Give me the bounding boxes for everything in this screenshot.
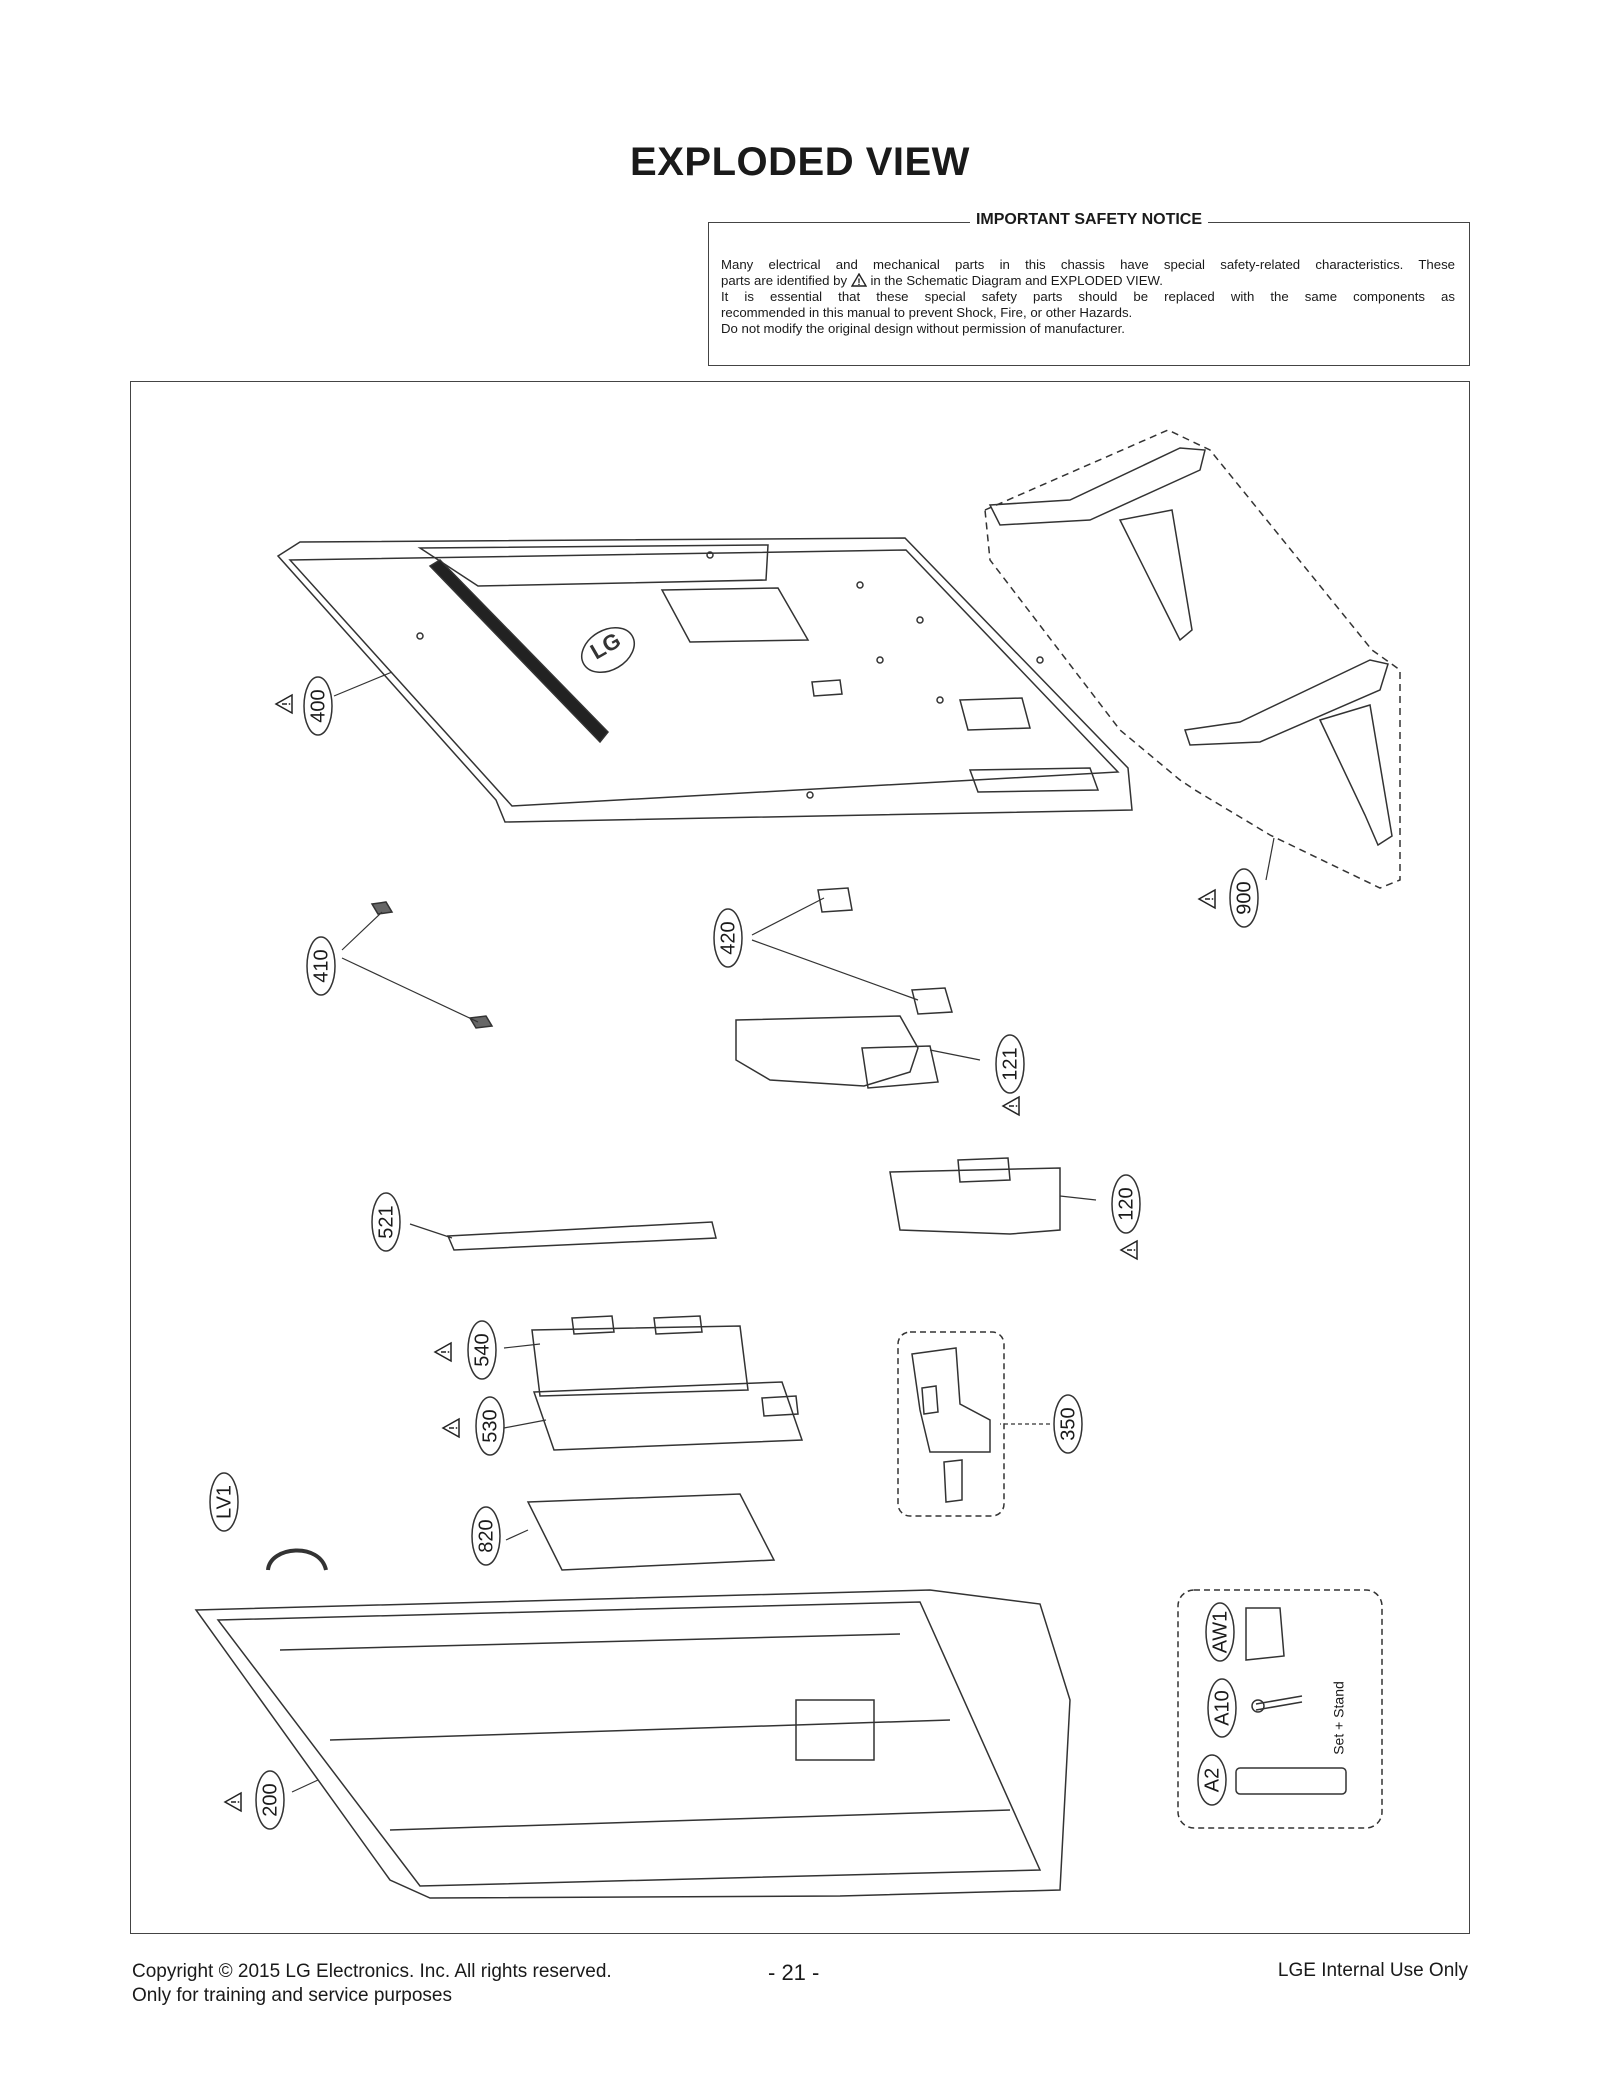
callout-label-521: 521 [375,1205,397,1238]
page-title: EXPLODED VIEW [630,140,970,184]
warning-triangle-icon: ! [850,273,867,287]
callout-A10: A10 [1207,1678,1237,1738]
callout-AW1: AW1 [1205,1602,1235,1662]
footer-internal: LGE Internal Use Only [1277,1960,1468,1981]
notice-line-4: recommended in this manual to prevent Sh… [721,305,1133,320]
callout-521: 521 [371,1192,401,1252]
callout-label-540: 540 [471,1333,493,1366]
callout-label-A10: A10 [1211,1690,1233,1726]
callout-label-200: 200 [259,1783,281,1816]
notice-line-5: Do not modify the original design withou… [721,321,1125,336]
callout-label-410: 410 [310,949,332,982]
diagram-frame [130,381,1470,1934]
callout-label-820: 820 [475,1519,497,1552]
callout-label-530: 530 [479,1409,501,1442]
notice-line-1: Many electrical and mechanical parts in … [721,257,1455,272]
safety-notice-heading: IMPORTANT SAFETY NOTICE [969,211,1209,228]
callout-121: 121 [995,1034,1025,1116]
callout-A2: A2 [1197,1754,1227,1806]
accessory-box [1177,1589,1383,1829]
callout-label-121: 121 [999,1047,1021,1080]
callout-350: 350 [1053,1394,1083,1454]
footer-copyright: Copyright © 2015 LG Electronics. Inc. Al… [132,1961,612,1982]
callout-400: 400 [275,676,333,736]
notice-line-2b: in the Schematic Diagram and EXPLODED VI… [870,273,1163,288]
footer-training: Only for training and service purposes [132,1985,452,2006]
callout-label-350: 350 [1057,1407,1079,1440]
safety-notice: IMPORTANT SAFETY NOTICE Many electrical … [708,211,1470,366]
stand-drawing [984,429,1401,889]
leader-lines [291,671,1275,1793]
callout-label-120: 120 [1115,1187,1137,1220]
callout-label-A2: A2 [1201,1768,1223,1792]
callout-120: 120 [1111,1174,1141,1260]
callout-label-LV1: LV1 [213,1485,235,1519]
callout-410: 410 [306,936,336,996]
notice-line-3: It is essential that these special safet… [721,289,1455,304]
small-parts-drawing [194,887,1071,1899]
back-cover-drawing: LG [276,537,1133,823]
callout-200: 200 [224,1770,285,1830]
callout-label-420: 420 [717,921,739,954]
page-number: - 21 - [768,1960,820,1985]
accessory-note: Set + Stand [1331,1681,1347,1755]
callout-label-400: 400 [307,689,329,722]
callout-530: 530 [442,1396,505,1456]
callout-label-AW1: AW1 [1209,1611,1231,1654]
callout-540: 540 [434,1320,497,1380]
safety-notice-body: Many electrical and mechanical parts in … [721,257,1455,337]
callout-900: 900 [1198,868,1259,928]
callouts: 400 900 410 420 121 521 120 [209,676,1259,1830]
footer-left: Copyright © 2015 LG Electronics. Inc. Al… [132,1960,612,2008]
callout-label-900: 900 [1233,881,1255,914]
svg-text:!: ! [857,277,860,287]
callout-820: 820 [471,1506,501,1566]
svg-text:LG: LG [586,627,625,664]
notice-line-2a: parts are identified by [721,273,848,288]
callout-LV1: LV1 [209,1472,239,1532]
callout-420: 420 [713,908,743,968]
